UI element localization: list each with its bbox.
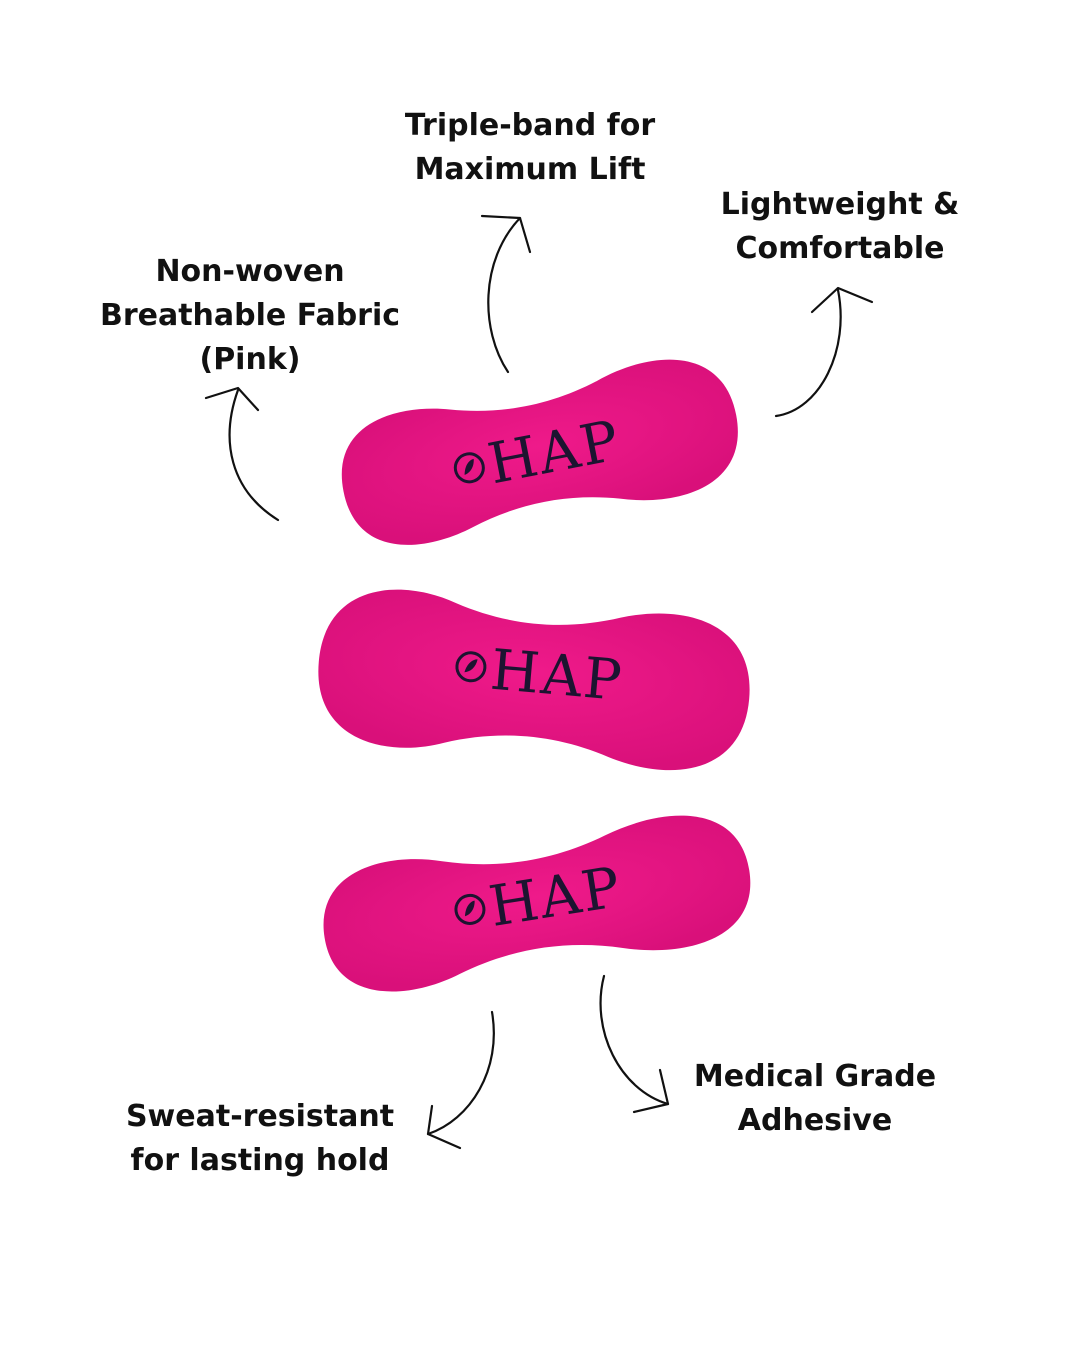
- arrow-nonwoven: [228, 388, 280, 522]
- pad-top-shape: [341, 359, 738, 545]
- callout-light-line1: Lightweight &: [720, 187, 960, 222]
- callout-sweat-resistant: Sweat-resistant for lasting hold: [100, 1095, 420, 1183]
- callout-triple-line2: Maximum Lift: [414, 152, 646, 187]
- arrow-sweat: [426, 1010, 495, 1136]
- pad-middle-shape: [318, 589, 750, 771]
- callout-triple-line1: Triple-band for: [404, 108, 656, 143]
- pad-middle: HAP: [318, 589, 750, 771]
- arrow-triple-band: [487, 216, 522, 374]
- callout-sweat-line1: Sweat-resistant: [125, 1099, 395, 1134]
- pad-brand-text: HAP: [488, 638, 626, 714]
- callout-nonwoven-line1: Non-woven: [155, 254, 345, 289]
- pad-bottom: HAP: [323, 815, 751, 992]
- pad-top: HAP: [341, 359, 738, 545]
- leaf-glyph: [464, 900, 475, 917]
- callout-nonwoven-line3: (Pink): [199, 342, 301, 377]
- leaf-circle-icon: [455, 651, 487, 683]
- arrow-triple-head: [480, 214, 532, 254]
- arrow-nonwoven-head: [204, 386, 260, 412]
- callout-nonwoven-line2: Breathable Fabric: [99, 298, 401, 333]
- leaf-glyph: [464, 659, 478, 673]
- arrow-lightweight-head: [810, 286, 874, 314]
- callout-triple-band: Triple-band for Maximum Lift: [330, 104, 730, 192]
- callout-nonwoven: Non-woven Breathable Fabric (Pink): [80, 250, 420, 382]
- leaf-circle-icon: [454, 893, 486, 925]
- arrow-medical: [599, 974, 670, 1106]
- callout-light-line2: Comfortable: [735, 231, 945, 266]
- callout-medical-line2: Adhesive: [737, 1103, 893, 1138]
- pad-middle-logo: HAP: [455, 638, 626, 714]
- callout-sweat-line2: for lasting hold: [130, 1143, 390, 1178]
- arrow-medical-head: [632, 1068, 670, 1114]
- arrow-lightweight: [774, 288, 842, 418]
- arrow-sweat-head: [426, 1104, 462, 1150]
- leaf-glyph: [464, 458, 474, 475]
- callout-medical-grade: Medical Grade Adhesive: [660, 1055, 970, 1143]
- leaf-circle-icon: [453, 452, 485, 484]
- callout-lightweight: Lightweight & Comfortable: [670, 183, 1010, 271]
- callout-medical-line1: Medical Grade: [693, 1059, 937, 1094]
- pad-bottom-shape: [323, 815, 751, 992]
